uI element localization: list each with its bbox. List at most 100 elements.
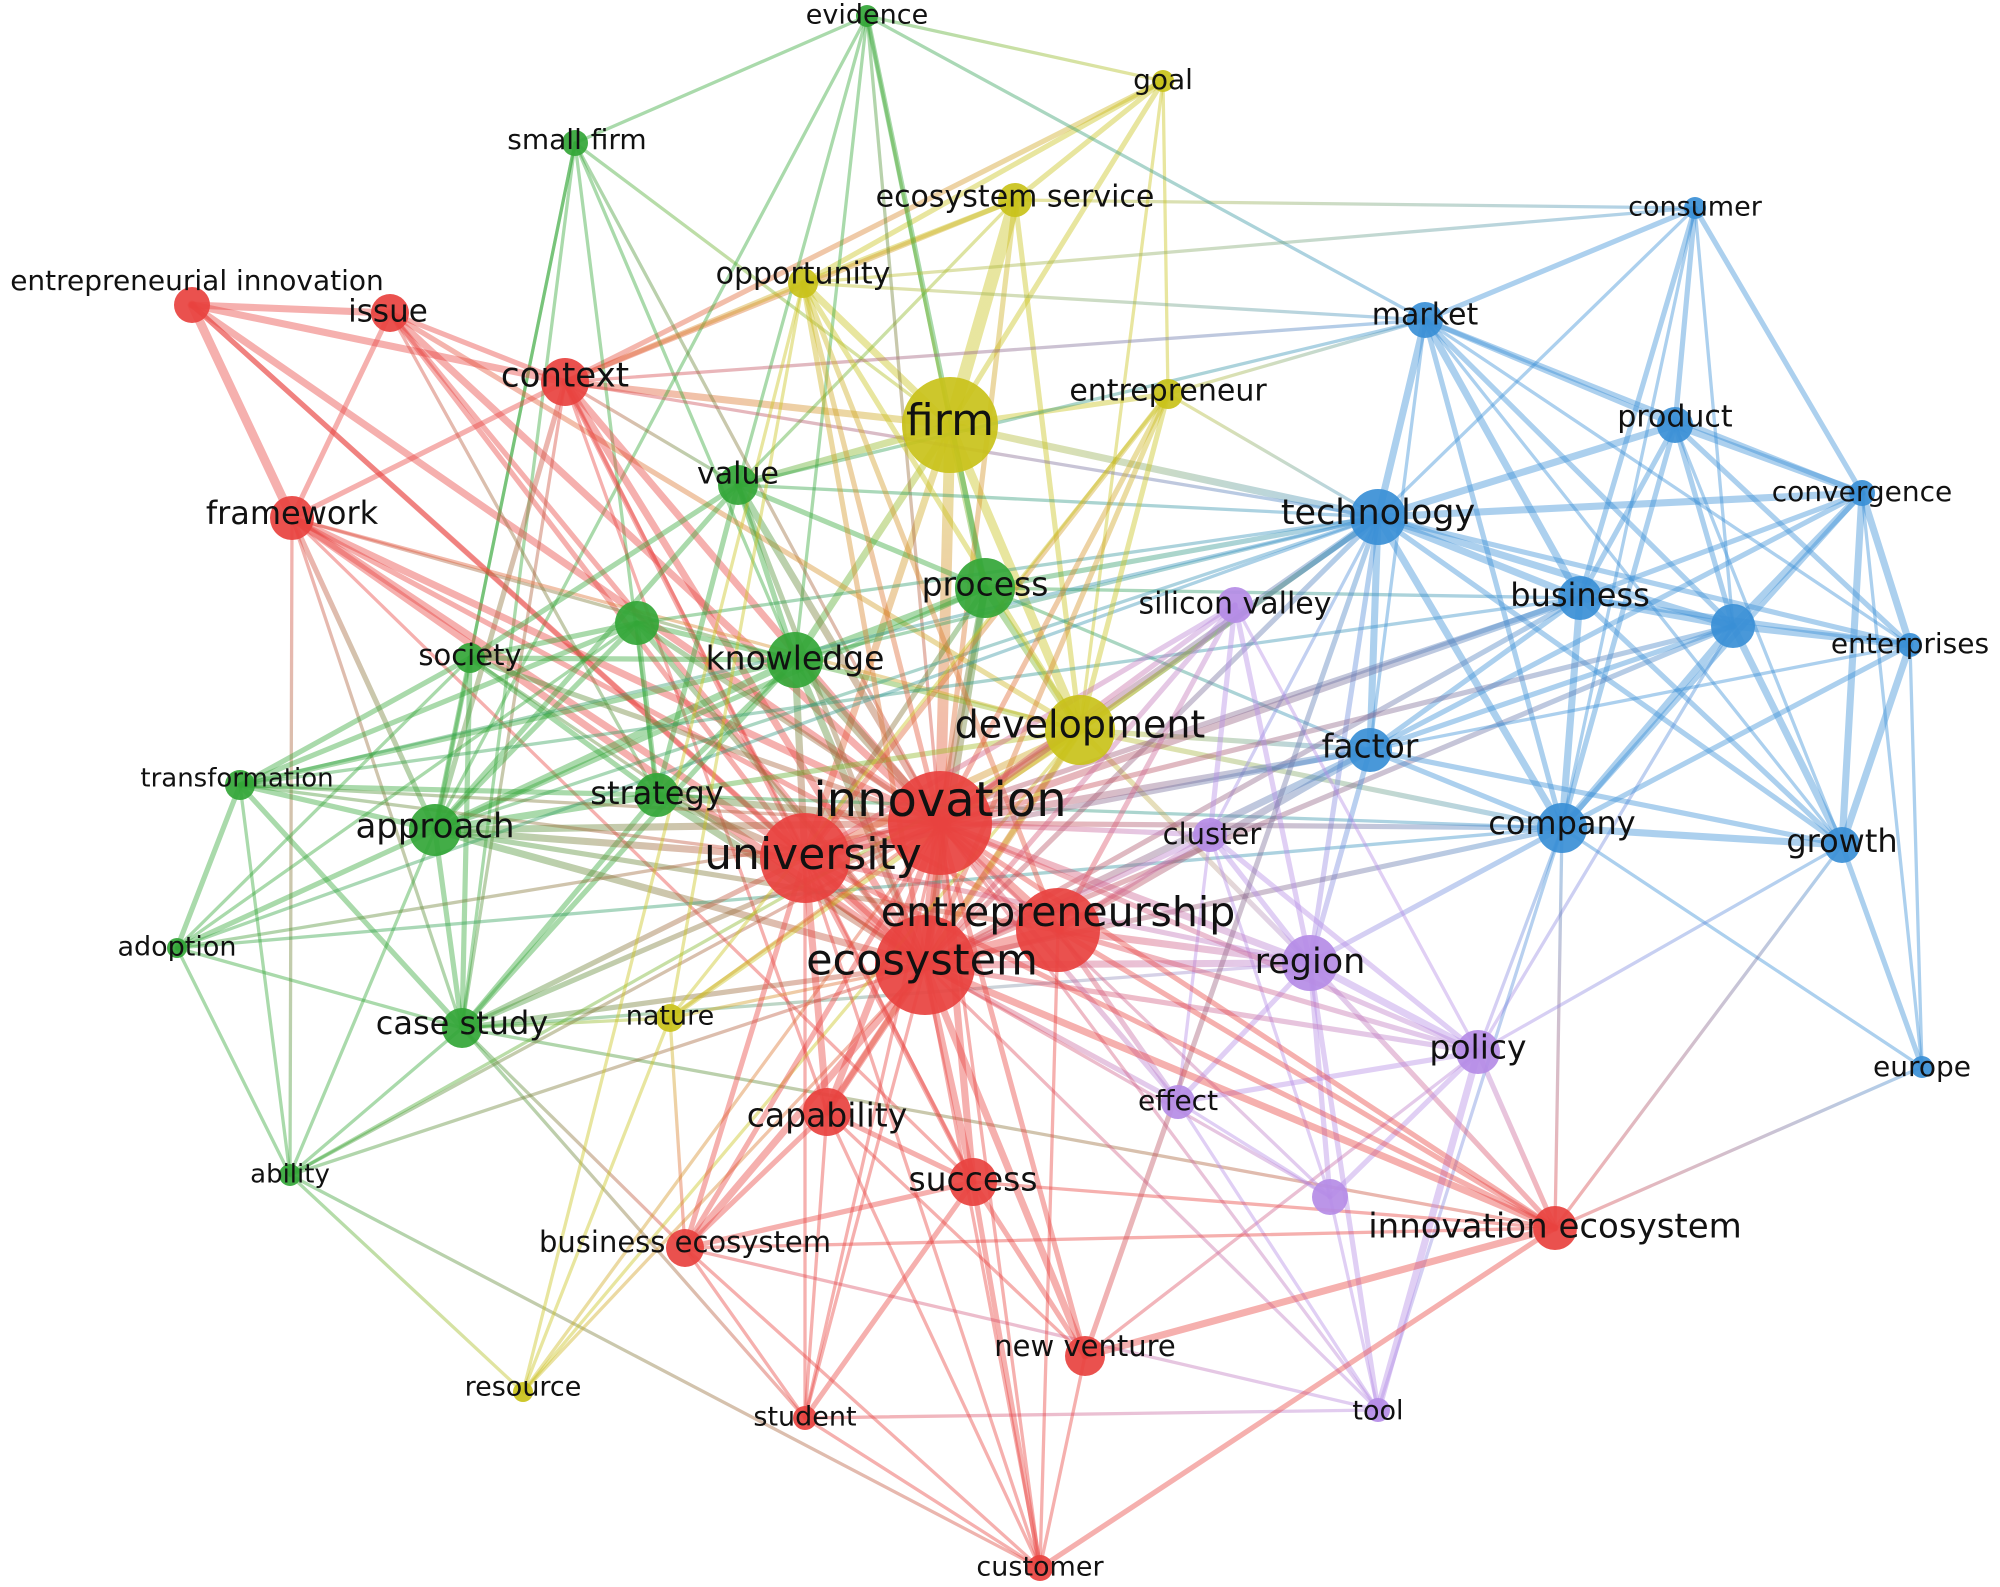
link-capability-customer xyxy=(825,1110,1042,1570)
link-firm-goal xyxy=(947,78,1166,428)
label-resource: resource xyxy=(465,1372,582,1403)
node-effect[interactable] xyxy=(1161,1085,1195,1119)
node-innovation-ecosystem[interactable] xyxy=(1533,1206,1577,1250)
node-firm[interactable] xyxy=(902,377,998,473)
link-value-process xyxy=(735,482,988,591)
node-development[interactable] xyxy=(1045,695,1115,765)
node-unlabeled-purple[interactable] xyxy=(1312,1179,1348,1215)
node-society[interactable] xyxy=(455,643,485,673)
link-technology-company xyxy=(1374,513,1566,832)
node-unlabeled-green[interactable] xyxy=(615,601,659,645)
link-approach-adoption xyxy=(174,827,438,951)
link-success-business-ecosystem xyxy=(682,1179,976,1251)
node-policy[interactable] xyxy=(1456,1030,1500,1074)
node-europe[interactable] xyxy=(1911,1056,1933,1078)
node-innovation[interactable] xyxy=(888,771,992,875)
link-factor-region xyxy=(1307,747,1373,966)
link-evidence-value xyxy=(736,14,869,487)
node-company[interactable] xyxy=(1537,803,1587,853)
label-transformation: transformation xyxy=(140,764,333,794)
label-europe: europe xyxy=(1873,1050,1971,1083)
node-business-ecosystem[interactable] xyxy=(666,1229,704,1267)
link-entrepreneur-innovation xyxy=(937,391,1171,826)
node-region[interactable] xyxy=(1282,935,1338,991)
node-process[interactable] xyxy=(955,558,1015,618)
link-silicon-valley-policy xyxy=(1233,603,1480,1054)
link-approach-technology xyxy=(433,515,1380,832)
node-product[interactable] xyxy=(1657,407,1693,443)
link-strategy-transformation xyxy=(237,782,660,798)
node-success[interactable] xyxy=(949,1158,997,1206)
link-entrepreneur-ecosystem xyxy=(922,391,1171,968)
node-small-firm[interactable] xyxy=(562,130,588,156)
node-context[interactable] xyxy=(541,358,589,406)
node-university[interactable] xyxy=(760,813,850,903)
link-business-ecosystem-customer xyxy=(683,1246,1042,1570)
link-goal-opportunity xyxy=(800,78,1166,286)
label-development: development xyxy=(955,703,1206,747)
node-opportunity[interactable] xyxy=(788,268,818,298)
link-market-business xyxy=(1421,316,1584,602)
link-new-venture-ecosystem xyxy=(921,961,1089,1360)
node-goal[interactable] xyxy=(1152,70,1174,92)
node-knowledge[interactable] xyxy=(767,632,823,688)
link-strategy-company xyxy=(655,793,1564,830)
node-resource[interactable] xyxy=(513,1382,533,1402)
node-student[interactable] xyxy=(793,1406,817,1430)
node-cluster[interactable] xyxy=(1193,818,1227,852)
link-business-ecosystem-student xyxy=(683,1246,807,1420)
label-evidence: evidence xyxy=(806,0,928,31)
node-ecosystem[interactable] xyxy=(875,915,975,1015)
link-convergence-factor xyxy=(1367,490,1865,753)
node-approach[interactable] xyxy=(409,804,461,856)
node-tool[interactable] xyxy=(1366,1398,1390,1422)
link-consumer-market xyxy=(1422,205,1698,323)
node-entrepreneur[interactable] xyxy=(1153,379,1183,409)
node-ability[interactable] xyxy=(279,1164,301,1186)
link-case-study-business-ecosystem xyxy=(460,1026,687,1250)
node-case-study[interactable] xyxy=(442,1008,482,1048)
link-ecosystem-service-value xyxy=(736,198,1017,487)
node-growth[interactable] xyxy=(1824,827,1860,863)
label-student: student xyxy=(753,1402,856,1433)
link-evidence-market xyxy=(865,14,1427,322)
link-technology-development xyxy=(1077,514,1381,733)
node-value[interactable] xyxy=(718,465,758,505)
node-convergence[interactable] xyxy=(1849,480,1875,506)
node-transformation[interactable] xyxy=(225,770,255,800)
link-policy-ecosystem xyxy=(922,962,1481,1055)
node-strategy[interactable] xyxy=(635,773,679,817)
node-ecosystem-service[interactable] xyxy=(998,183,1032,217)
link-company-policy xyxy=(1476,826,1564,1054)
node-nature[interactable] xyxy=(656,1004,684,1032)
link-opportunity-innovation xyxy=(800,280,943,826)
label-strategy: strategy xyxy=(590,774,723,812)
node-capability[interactable] xyxy=(803,1088,851,1136)
link-tool-student xyxy=(803,1408,1380,1420)
node-entrepreneurial-innovation[interactable] xyxy=(174,287,210,323)
label-opportunity: opportunity xyxy=(716,257,891,292)
node-enterprises[interactable] xyxy=(1898,633,1922,657)
node-entrepreneurship[interactable] xyxy=(1016,888,1100,972)
label-product: product xyxy=(1617,400,1733,435)
node-silicon-valley[interactable] xyxy=(1217,587,1253,623)
link-company-region xyxy=(1307,825,1565,966)
node-adoption[interactable] xyxy=(167,938,187,958)
link-convergence-business xyxy=(1577,490,1865,601)
link-strategy-approach xyxy=(431,791,661,834)
node-new-venture[interactable] xyxy=(1065,1336,1105,1376)
link-unlabeled-green-innovation xyxy=(634,620,943,826)
link-ability-customer xyxy=(288,1173,1042,1570)
node-market[interactable] xyxy=(1407,302,1443,338)
node-framework[interactable] xyxy=(270,496,314,540)
link-factor-growth xyxy=(1367,747,1845,848)
link-new-venture-innovation xyxy=(937,820,1088,1359)
node-unlabeled-blue[interactable] xyxy=(1711,604,1755,648)
node-business[interactable] xyxy=(1558,576,1602,620)
node-issue[interactable] xyxy=(371,294,409,332)
node-customer[interactable] xyxy=(1027,1555,1053,1581)
node-evidence[interactable] xyxy=(856,5,878,27)
node-technology[interactable] xyxy=(1350,489,1406,545)
node-consumer[interactable] xyxy=(1684,197,1706,219)
node-factor[interactable] xyxy=(1348,728,1392,772)
